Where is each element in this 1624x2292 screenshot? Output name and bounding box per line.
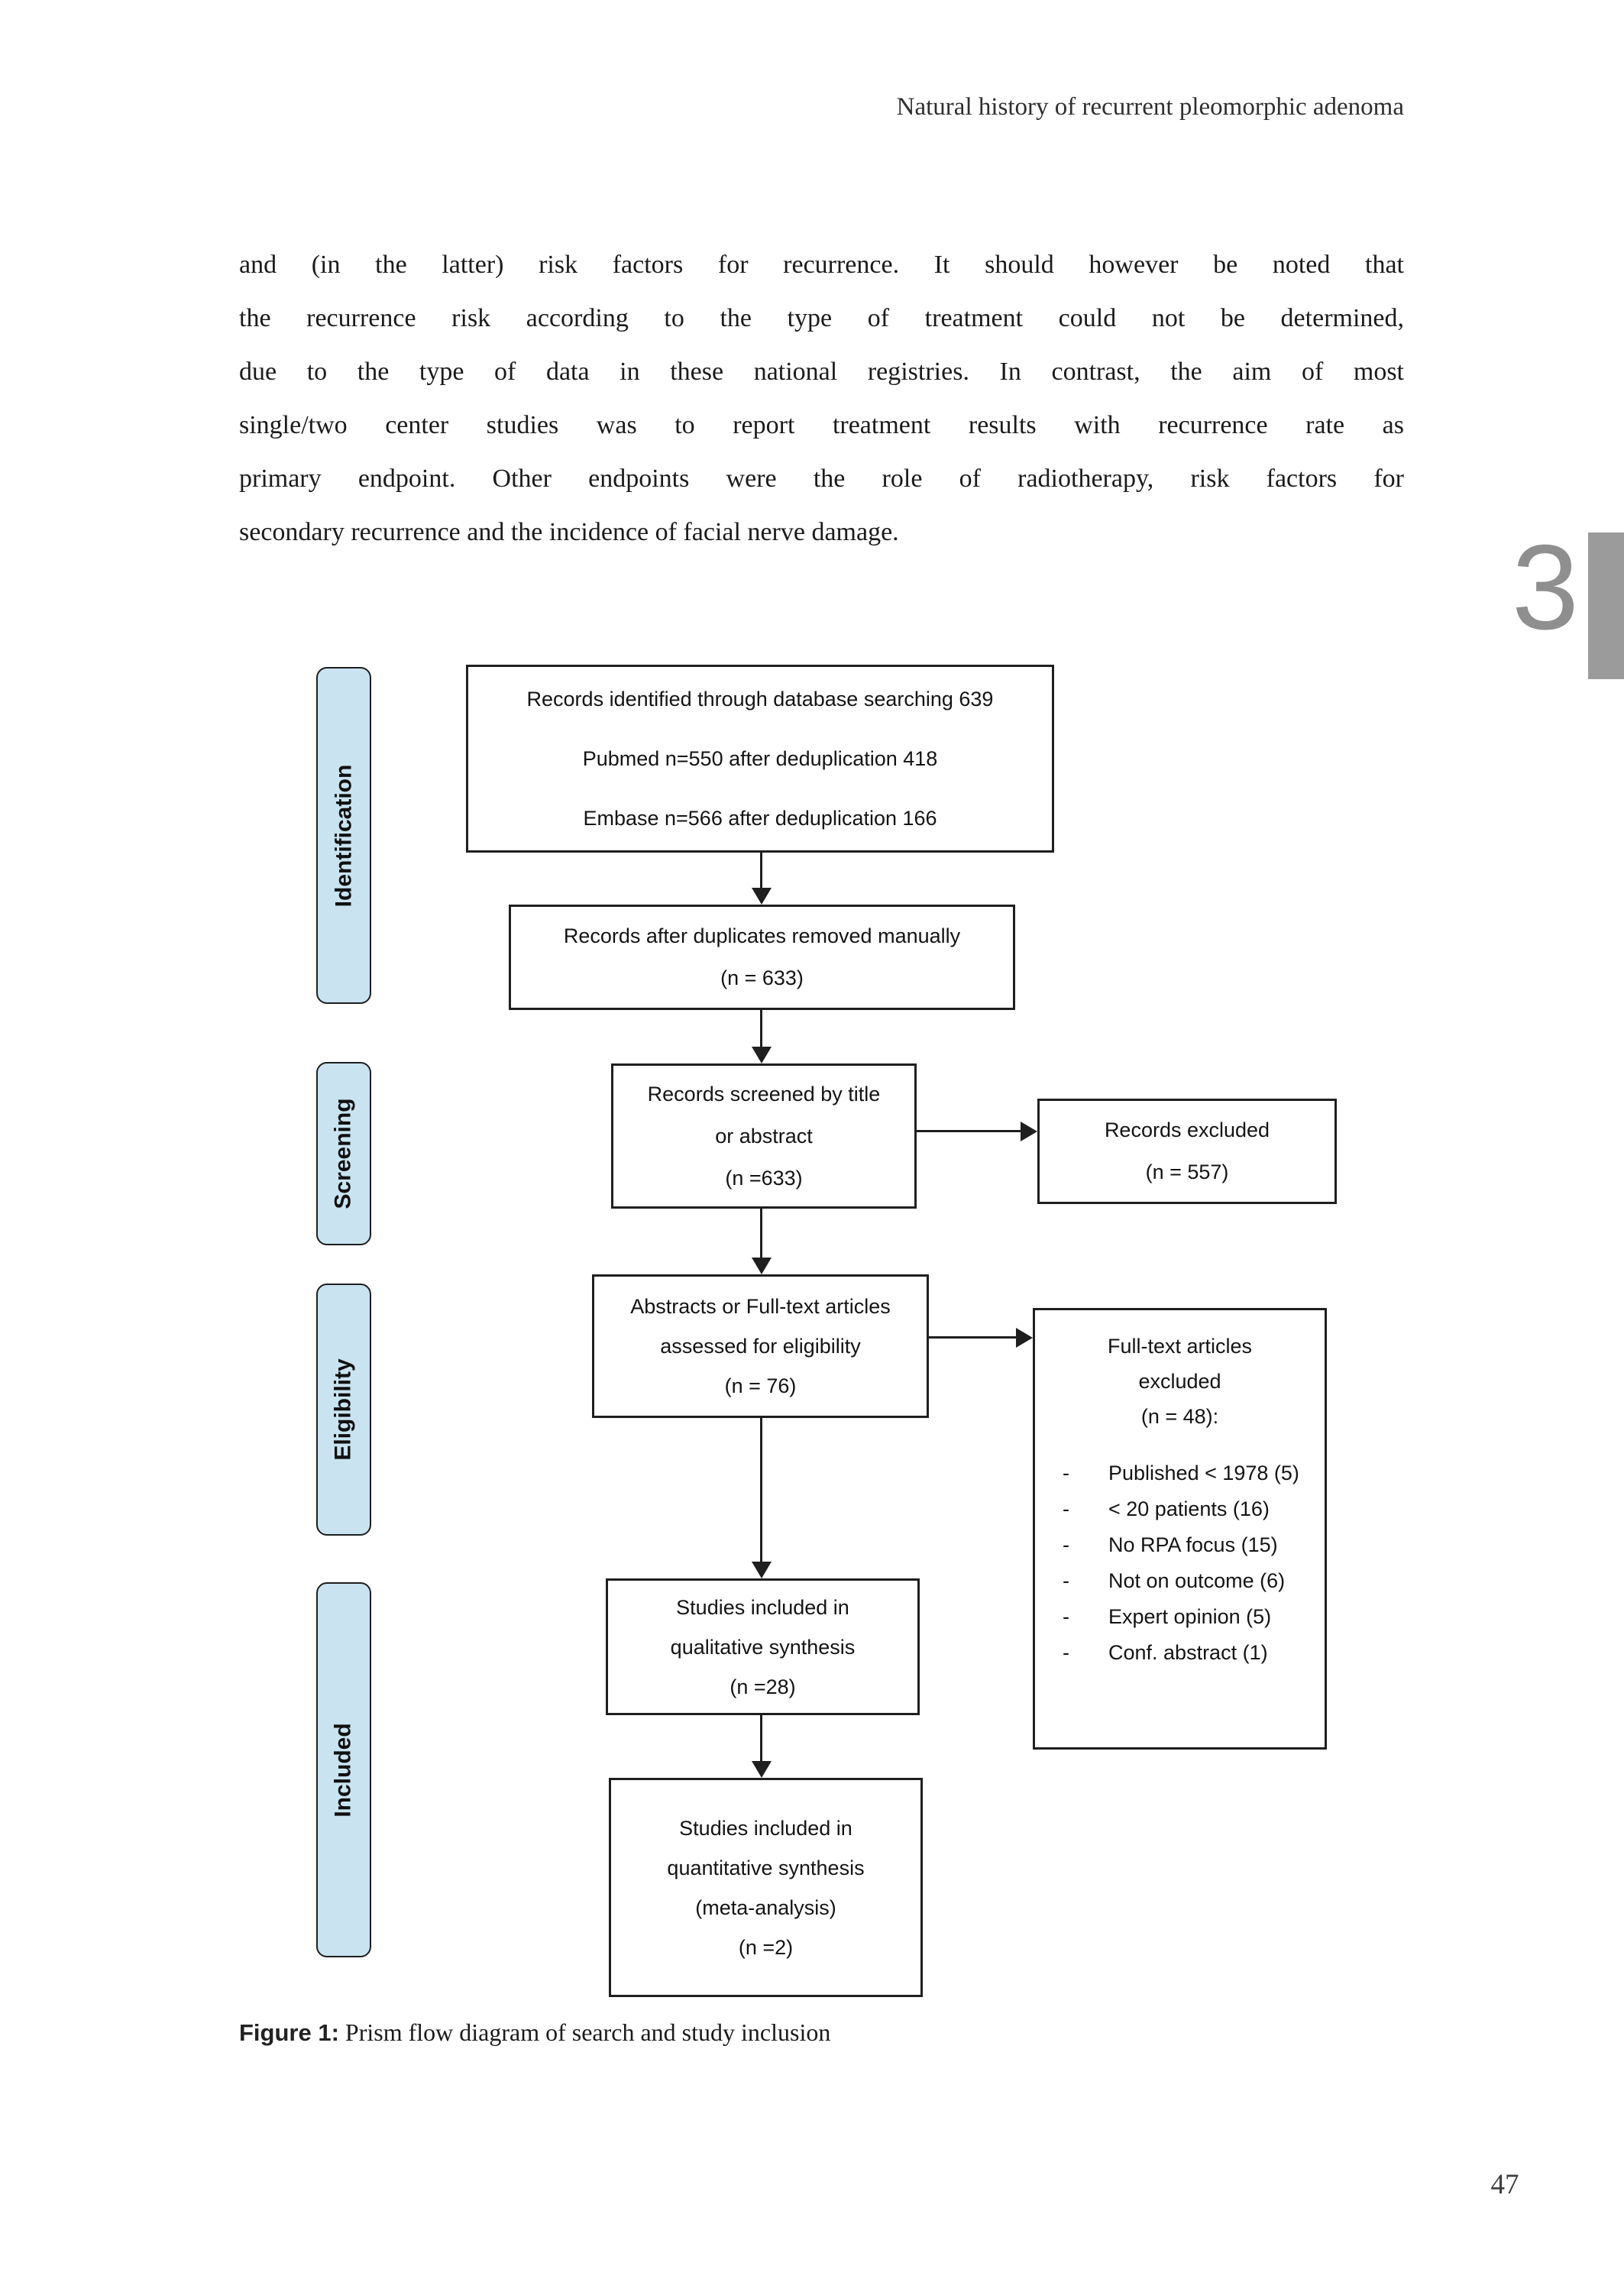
- reason-text: Not on outcome (6): [1108, 1569, 1286, 1592]
- box-line: Studies included in: [679, 1816, 852, 1840]
- reason-text: Expert opinion (5): [1108, 1605, 1272, 1628]
- flow-box-records-excluded: Records excluded (n = 557): [1037, 1099, 1337, 1204]
- exclusion-reason: - < 20 patients (16): [1035, 1491, 1325, 1527]
- box-line: (n = 557): [1145, 1161, 1229, 1183]
- bullet-dash: -: [1063, 1533, 1069, 1556]
- box-line: Records identified through database sear…: [526, 688, 994, 711]
- bullet-dash: -: [1063, 1497, 1069, 1520]
- stage-tab-screening: Screening: [316, 1062, 371, 1245]
- running-header: Natural history of recurrent pleomorphic…: [896, 93, 1404, 121]
- exclusion-reason-list: - Published < 1978 (5) - < 20 patients (…: [1035, 1455, 1325, 1671]
- box-line: Abstracts or Full-text articles: [630, 1295, 891, 1318]
- paragraph-line: due to the type of data in these nationa…: [239, 358, 1404, 386]
- body-paragraph: and (in the latter) risk factors for rec…: [239, 238, 1404, 559]
- exclusion-reason: - Expert opinion (5): [1035, 1599, 1325, 1635]
- box-line: assessed for eligibility: [660, 1335, 861, 1358]
- box-line: Studies included in: [676, 1595, 849, 1619]
- reason-text: Conf. abstract (1): [1108, 1641, 1268, 1664]
- box-line: Full-text articles: [1107, 1335, 1253, 1358]
- box-line: Embase n=566 after deduplication 166: [583, 807, 937, 830]
- figure-caption: Figure 1: Prism flow diagram of search a…: [239, 2018, 830, 2047]
- exclusion-reason: - No RPA focus (15): [1035, 1527, 1325, 1563]
- stage-label: Included: [331, 1722, 356, 1818]
- box-line: (n = 633): [720, 966, 804, 989]
- box-line: quantitative synthesis: [667, 1856, 865, 1879]
- reason-text: < 20 patients (16): [1108, 1497, 1270, 1520]
- figure-caption-text: Prism flow diagram of search and study i…: [345, 2018, 831, 2046]
- figure-caption-label: Figure 1:: [239, 2019, 339, 2046]
- stage-tab-included: Included: [316, 1582, 371, 1957]
- paragraph-line: single/two center studies was to report …: [239, 411, 1404, 439]
- reason-text: Published < 1978 (5): [1108, 1462, 1299, 1484]
- box-line: (n = 48):: [1140, 1405, 1219, 1428]
- paragraph-line: and (in the latter) risk factors for rec…: [239, 251, 1404, 279]
- stage-label: Eligibility: [331, 1358, 357, 1461]
- chapter-number: 3: [1512, 520, 1579, 655]
- bullet-dash: -: [1063, 1605, 1069, 1628]
- box-line: (n = 76): [724, 1374, 797, 1397]
- stage-tab-identification: Identification: [316, 667, 371, 1004]
- paragraph-line: primary endpoint. Other endpoints were t…: [239, 465, 1404, 493]
- flow-box-fulltext-excluded: Full-text articles excluded (n = 48): - …: [1033, 1308, 1327, 1750]
- box-line: (n =633): [725, 1166, 803, 1190]
- flow-box-assessed-eligibility: Abstracts or Full-text articles assessed…: [592, 1274, 929, 1418]
- flow-box-quantitative-synthesis: Studies included in quantitative synthes…: [609, 1778, 923, 1997]
- stage-label: Screening: [331, 1098, 356, 1209]
- flow-box-records-screened: Records screened by title or abstract (n…: [611, 1063, 917, 1209]
- paragraph-line: secondary recurrence and the incidence o…: [239, 518, 899, 546]
- box-line: Pubmed n=550 after deduplication 418: [582, 747, 938, 770]
- box-line: (meta-analysis): [695, 1895, 836, 1919]
- exclusion-reason: - Not on outcome (6): [1035, 1563, 1325, 1599]
- bullet-dash: -: [1063, 1569, 1069, 1592]
- flow-box-records-identified: Records identified through database sear…: [466, 665, 1054, 853]
- flow-box-qualitative-synthesis: Studies included in qualitative synthesi…: [606, 1578, 920, 1715]
- bullet-dash: -: [1063, 1462, 1069, 1484]
- box-line: Records screened by title: [647, 1082, 881, 1106]
- paragraph-line: the recurrence risk according to the typ…: [239, 304, 1404, 332]
- box-line: or abstract: [715, 1124, 813, 1148]
- chapter-tab-marker: [1588, 533, 1624, 679]
- box-line: qualitative synthesis: [670, 1635, 856, 1659]
- page-number: 47: [1490, 2169, 1519, 2200]
- flow-box-duplicates-removed: Records after duplicates removed manuall…: [509, 905, 1015, 1010]
- exclusion-reason: - Published < 1978 (5): [1035, 1455, 1325, 1491]
- stage-label: Identification: [331, 764, 357, 907]
- exclusion-reason: - Conf. abstract (1): [1035, 1635, 1325, 1671]
- box-line: (n =2): [738, 1935, 794, 1959]
- box-line: Records after duplicates removed manuall…: [563, 924, 961, 947]
- stage-tab-eligibility: Eligibility: [316, 1284, 371, 1536]
- bullet-dash: -: [1063, 1641, 1069, 1664]
- box-line: (n =28): [730, 1675, 796, 1698]
- reason-text: No RPA focus (15): [1108, 1533, 1278, 1556]
- box-line: excluded: [1138, 1370, 1221, 1393]
- box-line: Records excluded: [1104, 1118, 1270, 1141]
